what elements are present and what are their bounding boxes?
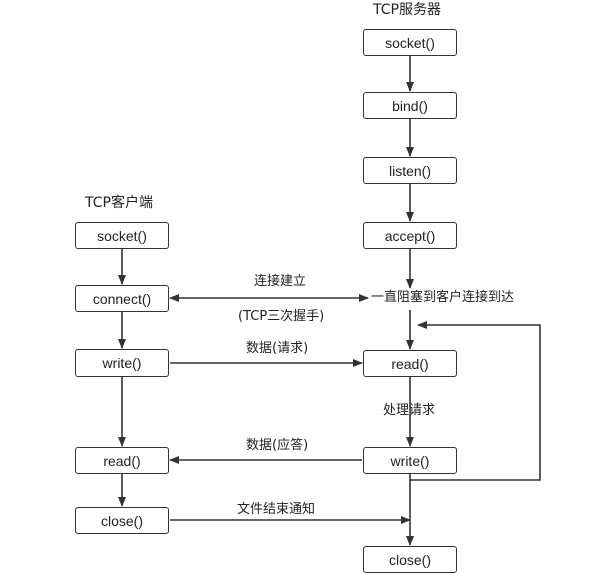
server-accept-box: accept() (363, 222, 457, 249)
connect-established-label: 连接建立 (254, 274, 307, 289)
process-request-label: 处理请求 (383, 403, 436, 418)
server-close-box: close() (363, 546, 457, 573)
client-read-box: read() (75, 447, 169, 474)
server-listen-box: listen() (363, 157, 457, 184)
client-title: TCP客户端 (85, 195, 153, 211)
server-socket-box: socket() (363, 29, 457, 56)
arrow-write-loop-back (410, 321, 541, 481)
request-data-label: 数据(请求) (246, 341, 309, 356)
server-title: TCP服务器 (373, 2, 441, 18)
handshake-label: (TCP三次握手) (238, 309, 325, 324)
blocking-label: 一直阻塞到客户连接到达 (371, 290, 515, 305)
client-write-box: write() (75, 349, 169, 377)
server-read-box: read() (363, 350, 457, 377)
server-write-box: write() (363, 447, 457, 474)
response-data-label: 数据(应答) (246, 438, 309, 453)
server-bind-box: bind() (363, 92, 457, 119)
client-socket-box: socket() (75, 222, 169, 249)
client-close-box: close() (75, 507, 169, 534)
eof-notify-label: 文件结束通知 (237, 502, 316, 517)
client-connect-box: connect() (75, 285, 169, 312)
